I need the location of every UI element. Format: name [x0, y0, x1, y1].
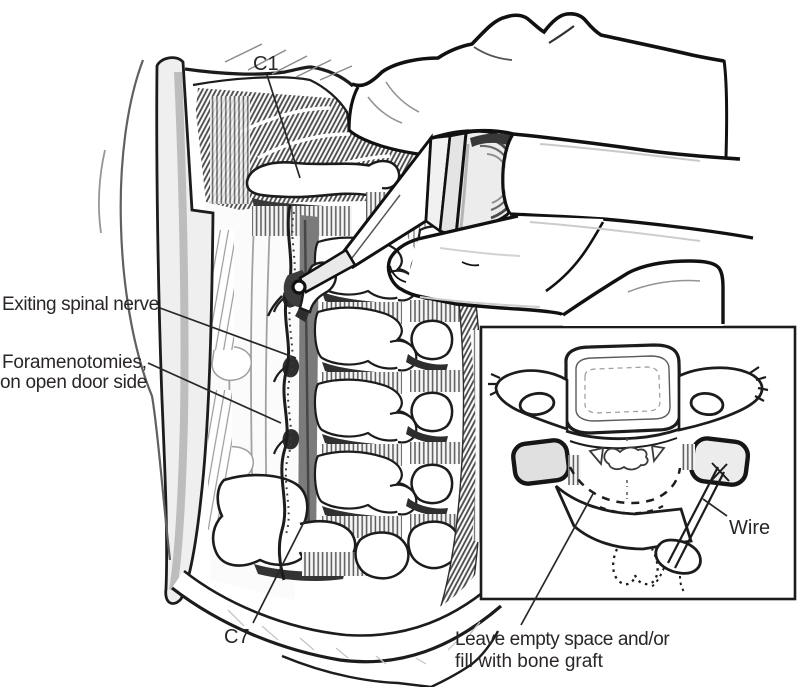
svg-text:Wire: Wire [729, 517, 770, 539]
svg-text:on open door side: on open door side [0, 372, 147, 393]
svg-text:Exiting spinal nerve: Exiting spinal nerve [2, 294, 159, 315]
svg-text:C7: C7 [224, 626, 250, 648]
svg-text:Foramenotomies,: Foramenotomies, [2, 352, 147, 373]
svg-text:C1: C1 [253, 53, 279, 75]
svg-text:fill with bone graft: fill with bone graft [455, 651, 604, 672]
svg-text:Leave empty space and/or: Leave empty space and/or [455, 629, 670, 650]
